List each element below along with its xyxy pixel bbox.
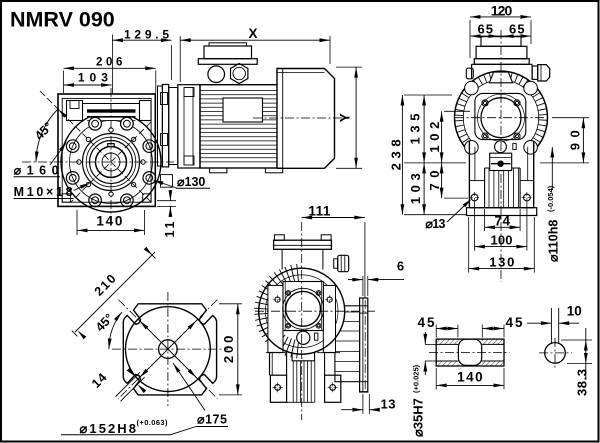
svg-text:140: 140 [457,369,483,384]
svg-text:103: 103 [408,173,423,204]
svg-text:⌀13: ⌀13 [425,217,445,231]
svg-text:X: X [248,26,257,41]
svg-text:206: 206 [96,56,123,68]
svg-text:⌀130: ⌀130 [177,175,205,189]
svg-text:NMRV 090: NMRV 090 [10,8,115,32]
svg-text:(+0.025): (+0.025) [412,364,421,393]
svg-text:45: 45 [506,315,523,330]
svg-text:M10×18: M10×18 [14,185,73,199]
svg-text:103: 103 [78,70,108,84]
svg-text:129.5: 129.5 [124,28,169,42]
svg-text:⌀152H8: ⌀152H8 [80,421,137,436]
svg-text:135: 135 [408,113,423,144]
svg-text:38.3: 38.3 [575,369,590,396]
svg-text:(+0.063): (+0.063) [137,418,169,427]
svg-text:⌀110h8: ⌀110h8 [547,220,561,262]
svg-text:⌀35H7: ⌀35H7 [411,398,426,437]
svg-text:238: 238 [388,139,403,170]
svg-text:⌀175: ⌀175 [197,413,227,427]
svg-text:(-0.054): (-0.054) [546,185,555,212]
svg-text:111: 111 [308,204,330,219]
svg-text:74: 74 [495,213,511,228]
svg-text:10: 10 [567,304,582,319]
svg-text:102: 102 [427,122,442,153]
svg-text:130: 130 [489,255,514,270]
svg-text:45: 45 [418,315,435,330]
svg-text:65: 65 [509,21,525,36]
svg-text:6: 6 [397,259,404,274]
svg-text:13: 13 [381,397,396,412]
svg-text:65: 65 [477,21,493,36]
svg-text:120: 120 [491,2,513,18]
svg-text:200: 200 [221,336,236,364]
svg-text:Y: Y [338,113,353,122]
svg-text:140: 140 [96,213,122,228]
svg-text:100: 100 [491,233,513,248]
